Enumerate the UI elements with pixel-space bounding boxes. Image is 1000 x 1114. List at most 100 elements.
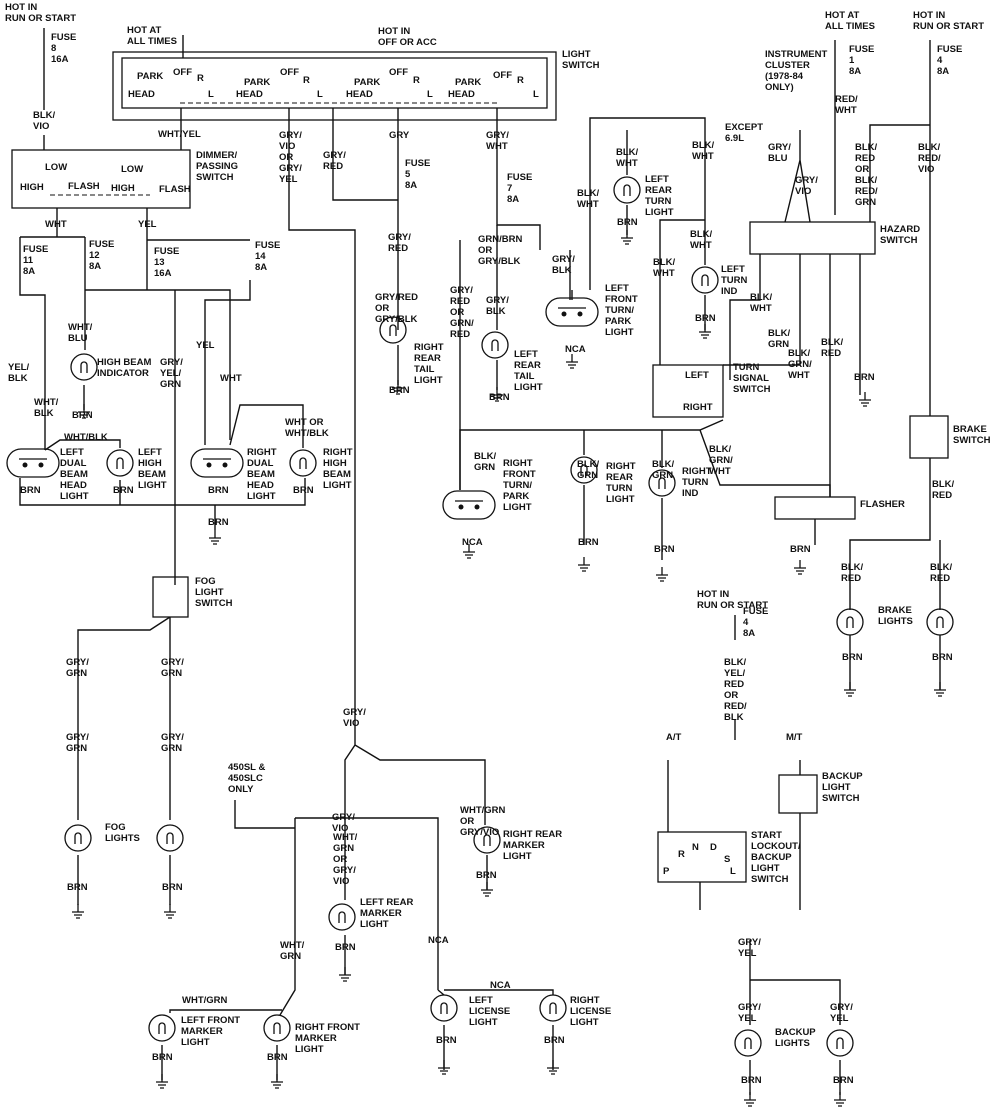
ground-icon bbox=[438, 1060, 450, 1075]
ground-icon bbox=[744, 1092, 756, 1107]
wire-label-blkred-4: BLK/RED bbox=[930, 562, 953, 584]
wire-label-blkwht-3: BLK/WHT bbox=[692, 140, 715, 162]
bulb-icon bbox=[64, 824, 92, 852]
wire-label-brn-li: BRN bbox=[695, 313, 716, 324]
wire-tail bbox=[397, 225, 498, 490]
wire-label-whtgrn-2: WHT/GRN bbox=[182, 995, 228, 1006]
wire-label-whtblk-2: WHT/BLK bbox=[64, 432, 108, 443]
ground-icon bbox=[699, 324, 711, 339]
wire-label-gryyel-2: GRY/YEL bbox=[738, 1002, 761, 1024]
wire-label-gryvio-m: GRY/VIO bbox=[343, 707, 366, 729]
wire-left-turn bbox=[571, 117, 706, 365]
wire-label-blkgrn-4: BLK/GRN bbox=[652, 459, 675, 481]
wire-label-ls-head1: HEAD bbox=[128, 89, 155, 100]
component-boxes bbox=[11, 51, 949, 883]
bulb-icon bbox=[473, 826, 501, 854]
ground-icon bbox=[78, 404, 90, 419]
wire-label-blkredvio: BLK/RED/VIO bbox=[918, 142, 941, 175]
wire-label-brn-lt: BRN bbox=[489, 392, 510, 403]
wire-right-turn bbox=[459, 419, 831, 560]
wire-label-blkwht-2: BLK/WHT bbox=[616, 147, 639, 169]
wire-label-ls-park2: PARK bbox=[244, 77, 270, 88]
wire-label-blkgrn-3: BLK/GRN bbox=[577, 459, 600, 481]
hazard-switch-box bbox=[749, 221, 876, 255]
bulb-icon bbox=[539, 994, 567, 1022]
brake-switch-box bbox=[909, 415, 949, 459]
wire-label-ls-off1: OFF bbox=[173, 67, 192, 78]
wire-label-brn-fl: BRN bbox=[790, 544, 811, 555]
wire-right-highbeam bbox=[229, 404, 304, 448]
wire-label-yelblk: YEL/BLK bbox=[8, 362, 29, 384]
wire-label-brn-ri: BRN bbox=[654, 544, 675, 555]
ground-icon bbox=[844, 682, 856, 697]
wire-label-g-s: S bbox=[724, 854, 730, 865]
wire-label-ls-l4: L bbox=[533, 89, 539, 100]
light-switch-inner bbox=[121, 57, 548, 109]
backup-switch-box bbox=[778, 774, 818, 814]
wire-label-gryvio-c: GRY/VIO bbox=[795, 175, 818, 197]
wire-headlight-grounds bbox=[19, 478, 306, 530]
wire-label-brn-lh: BRN bbox=[113, 485, 134, 496]
wire-label-whtyel: WHT/YEL bbox=[158, 129, 201, 140]
bulb-icon bbox=[430, 994, 458, 1022]
bulb-icon bbox=[836, 608, 864, 636]
wire-label-yel-2: YEL bbox=[196, 340, 215, 351]
wire-label-brn-rh: BRN bbox=[293, 485, 314, 496]
bulb-icon bbox=[263, 1014, 291, 1042]
wire-label-grygrn-4: GRY/GRN bbox=[161, 732, 184, 754]
wire-label-grygrn-2: GRY/GRN bbox=[161, 657, 184, 679]
bulb-icon bbox=[106, 449, 134, 477]
wire-label-ls-park1: PARK bbox=[137, 71, 163, 82]
wire-label-blkgrnwht-1: BLK/GRN/WHT bbox=[709, 444, 733, 477]
wire-label-g-l: L bbox=[730, 866, 736, 877]
wire-label-ls-r3: R bbox=[413, 75, 420, 86]
wire-label-at: A/T bbox=[666, 732, 682, 743]
wire-label-flasher: FLASHER bbox=[860, 499, 905, 510]
wire-label-blkgrnwht-2: BLK/GRN/WHT bbox=[788, 348, 812, 381]
wire-label-blkgrn-1: BLK/GRN bbox=[768, 328, 791, 350]
wire-label-brn-rrt: BRN bbox=[578, 537, 599, 548]
wire-label-blkvio-1: BLK/VIO bbox=[33, 110, 56, 132]
wire-label-ls-park4: PARK bbox=[455, 77, 481, 88]
start-lockout-box bbox=[657, 831, 747, 883]
bulb-icon bbox=[734, 1029, 762, 1057]
wire-label-brn-bk1: BRN bbox=[741, 1075, 762, 1086]
ground-icon bbox=[934, 682, 946, 697]
wire-label-brn-lfm: BRN bbox=[152, 1052, 173, 1063]
wire-label-blkwht-4: BLK/WHT bbox=[690, 229, 713, 251]
wire-label-ls-off3: OFF bbox=[389, 67, 408, 78]
wires bbox=[19, 28, 941, 1095]
wire-dimmer-out bbox=[19, 208, 251, 585]
bulb-icon bbox=[328, 903, 356, 931]
dual-bulb-socket-icon bbox=[442, 490, 496, 520]
wire-label-ts-right: RIGHT bbox=[683, 402, 713, 413]
wire-fog bbox=[77, 616, 171, 905]
light-switch-box bbox=[112, 51, 557, 121]
wire-label-high1: HIGH bbox=[20, 182, 44, 193]
wire-label-ls-r2: R bbox=[303, 75, 310, 86]
wire-label-brn-ld: BRN bbox=[20, 485, 41, 496]
ground-icon bbox=[209, 530, 221, 545]
bulb-icon bbox=[379, 316, 407, 344]
